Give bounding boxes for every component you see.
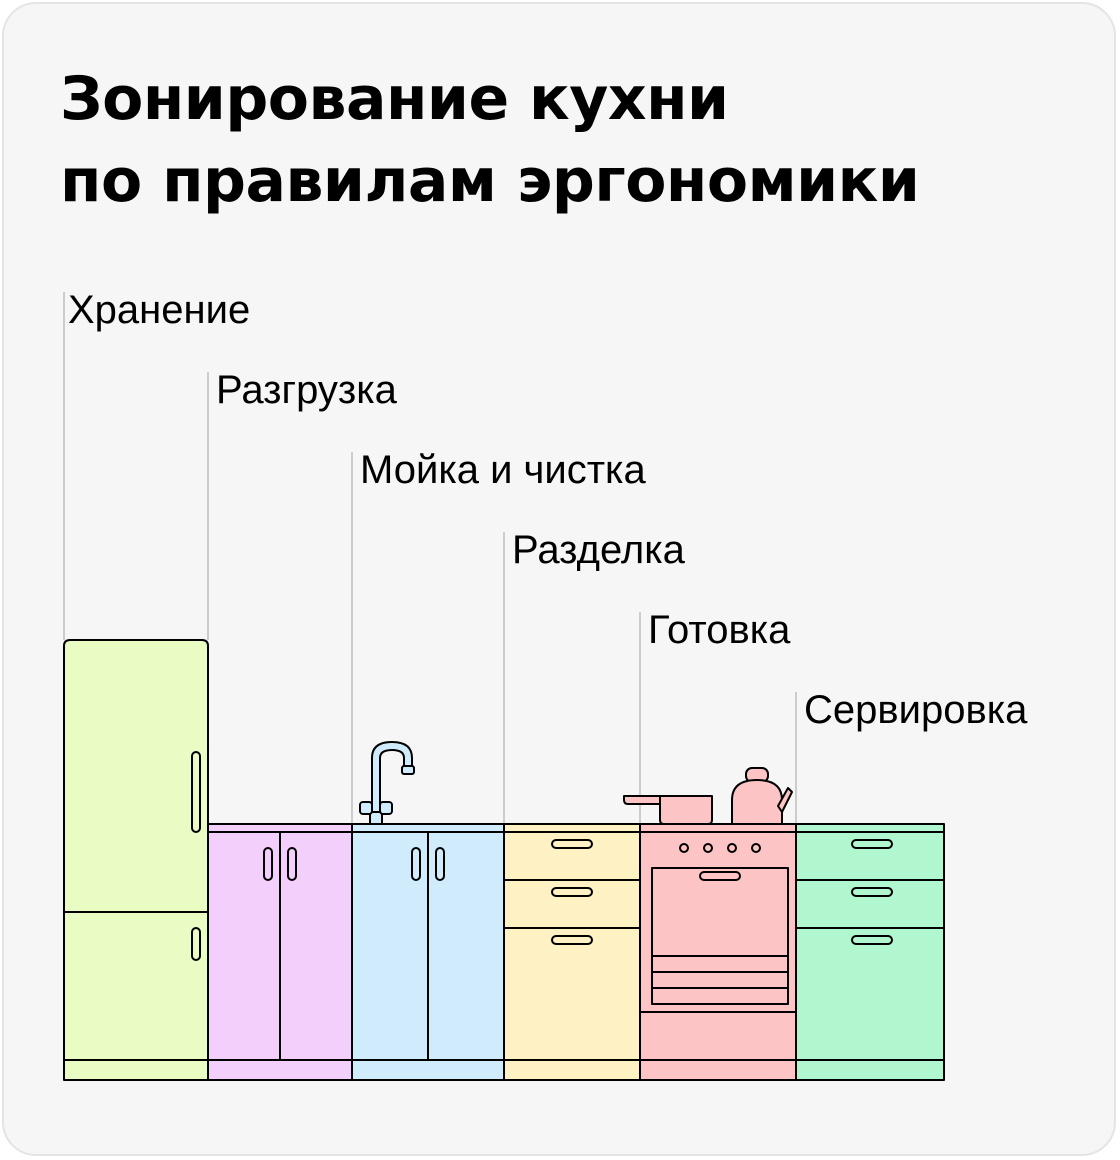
serving-drawers (795, 823, 945, 1081)
oven-handle (699, 871, 741, 881)
title-line-2: по правилам эргономики (60, 146, 920, 216)
unloading-cabinet (207, 823, 353, 1081)
zone-label-cooking: Готовка (648, 608, 791, 652)
page-title: Зонирование кухни по правилам эргономики (60, 58, 920, 222)
leader-lines (63, 292, 797, 824)
fridge (63, 639, 209, 1081)
cutting-drawers (503, 823, 641, 1081)
zone-label-cutting: Разделка (512, 528, 685, 572)
pan-icon (623, 795, 713, 825)
fridge-handle-lower (191, 927, 201, 961)
stove (639, 823, 797, 1081)
kettle-icon (731, 767, 793, 825)
zone-label-washing: Мойка и чистка (360, 448, 646, 492)
sink-cabinet (351, 823, 505, 1081)
zone-label-storage: Хранение (68, 288, 251, 332)
zone-label-unloading: Разгрузка (216, 368, 397, 412)
oven-door (651, 867, 789, 1005)
title-line-1: Зонирование кухни (60, 64, 729, 134)
faucet-icon (359, 741, 415, 825)
zone-label-serving: Сервировка (804, 688, 1028, 732)
fridge-handle-upper (191, 751, 201, 833)
